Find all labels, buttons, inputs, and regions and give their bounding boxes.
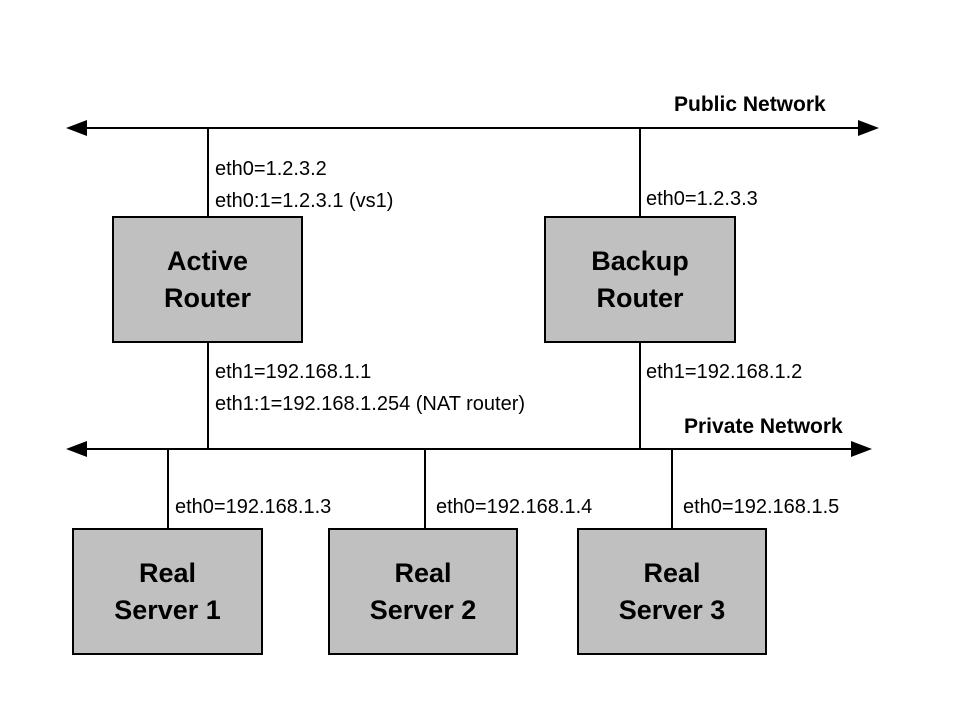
backup-router-name-line2: Router (596, 282, 684, 313)
real-server-3-eth0-label: eth0=192.168.1.5 (683, 496, 840, 518)
active-router-name-line2: Router (164, 282, 251, 313)
active-router-eth0-label: eth0=1.2.3.2 (215, 158, 327, 180)
backup-router-name-line1: Backup (591, 245, 689, 276)
connector-active-router-public (207, 128, 209, 218)
active-router-eth0-alias-label: eth0:1=1.2.3.1 (vs1) (215, 190, 394, 212)
connector-active-router-private (207, 342, 209, 449)
connector-backup-router-private (639, 342, 641, 449)
backup-router-node: Backup Router (544, 216, 736, 343)
public-network-arrow-left-icon (66, 120, 87, 136)
connector-real-server-2-private (424, 449, 426, 529)
real-server-1-name-line1: Real (138, 557, 197, 588)
public-network-arrow-right-icon (858, 120, 879, 136)
private-network-arrow-right-icon (851, 441, 872, 457)
real-server-1-name-line2: Server 1 (114, 594, 221, 625)
real-server-1-eth0-label: eth0=192.168.1.3 (175, 496, 332, 518)
real-server-1-node: Real Server 1 (72, 528, 263, 655)
real-server-2-node: Real Server 2 (328, 528, 518, 655)
active-router-eth1-label: eth1=192.168.1.1 (215, 361, 372, 383)
private-network-line (70, 448, 862, 450)
active-router-name-line1: Active (166, 245, 249, 276)
backup-router-eth0-label: eth0=1.2.3.3 (646, 188, 758, 210)
real-server-3-name-line1: Real (643, 557, 701, 588)
connector-real-server-3-private (671, 449, 673, 529)
real-server-3-name-line2: Server 3 (618, 594, 726, 625)
real-server-2-name-line2: Server 2 (369, 594, 477, 625)
connector-backup-router-public (639, 128, 641, 218)
connector-real-server-1-private (167, 449, 169, 529)
public-network-line (70, 127, 870, 129)
real-server-3-node: Real Server 3 (577, 528, 767, 655)
active-router-eth1-alias-label: eth1:1=192.168.1.254 (NAT router) (215, 393, 526, 415)
active-router-node: Active Router (112, 216, 303, 343)
private-network-label: Private Network (684, 415, 843, 438)
public-network-label: Public Network (674, 93, 826, 116)
private-network-arrow-left-icon (66, 441, 87, 457)
backup-router-eth1-label: eth1=192.168.1.2 (646, 361, 803, 383)
real-server-2-eth0-label: eth0=192.168.1.4 (436, 496, 593, 518)
real-server-2-name-line1: Real (394, 557, 452, 588)
